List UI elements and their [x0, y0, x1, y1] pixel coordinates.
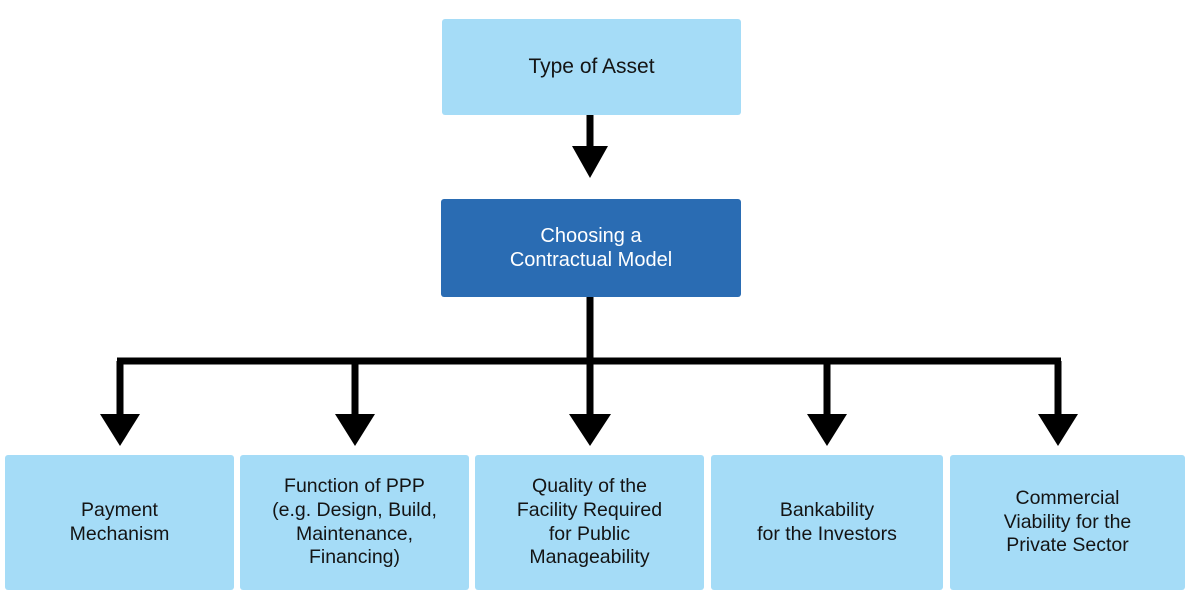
- node-quality-of-facility[interactable]: Quality of the Facility Required for Pub…: [475, 455, 704, 590]
- node-commercial-viability[interactable]: Commercial Viability for the Private Sec…: [950, 455, 1185, 590]
- arrow-model-to-branch-center: [569, 296, 611, 446]
- arrow-asset-to-model: [572, 114, 608, 178]
- node-type-of-asset[interactable]: Type of Asset: [442, 19, 741, 115]
- arrow-branch-commercial-viability: [1038, 361, 1078, 446]
- node-function-of-ppp[interactable]: Function of PPP (e.g. Design, Build, Mai…: [240, 455, 469, 590]
- node-payment-mechanism[interactable]: Payment Mechanism: [5, 455, 234, 590]
- arrow-branch-function-of-ppp: [335, 361, 375, 446]
- node-bankability-for-investors[interactable]: Bankability for the Investors: [711, 455, 943, 590]
- node-choosing-contractual-model[interactable]: Choosing a Contractual Model: [441, 199, 741, 297]
- arrow-branch-payment-mechanism: [100, 361, 140, 446]
- arrow-branch-bankability: [807, 361, 847, 446]
